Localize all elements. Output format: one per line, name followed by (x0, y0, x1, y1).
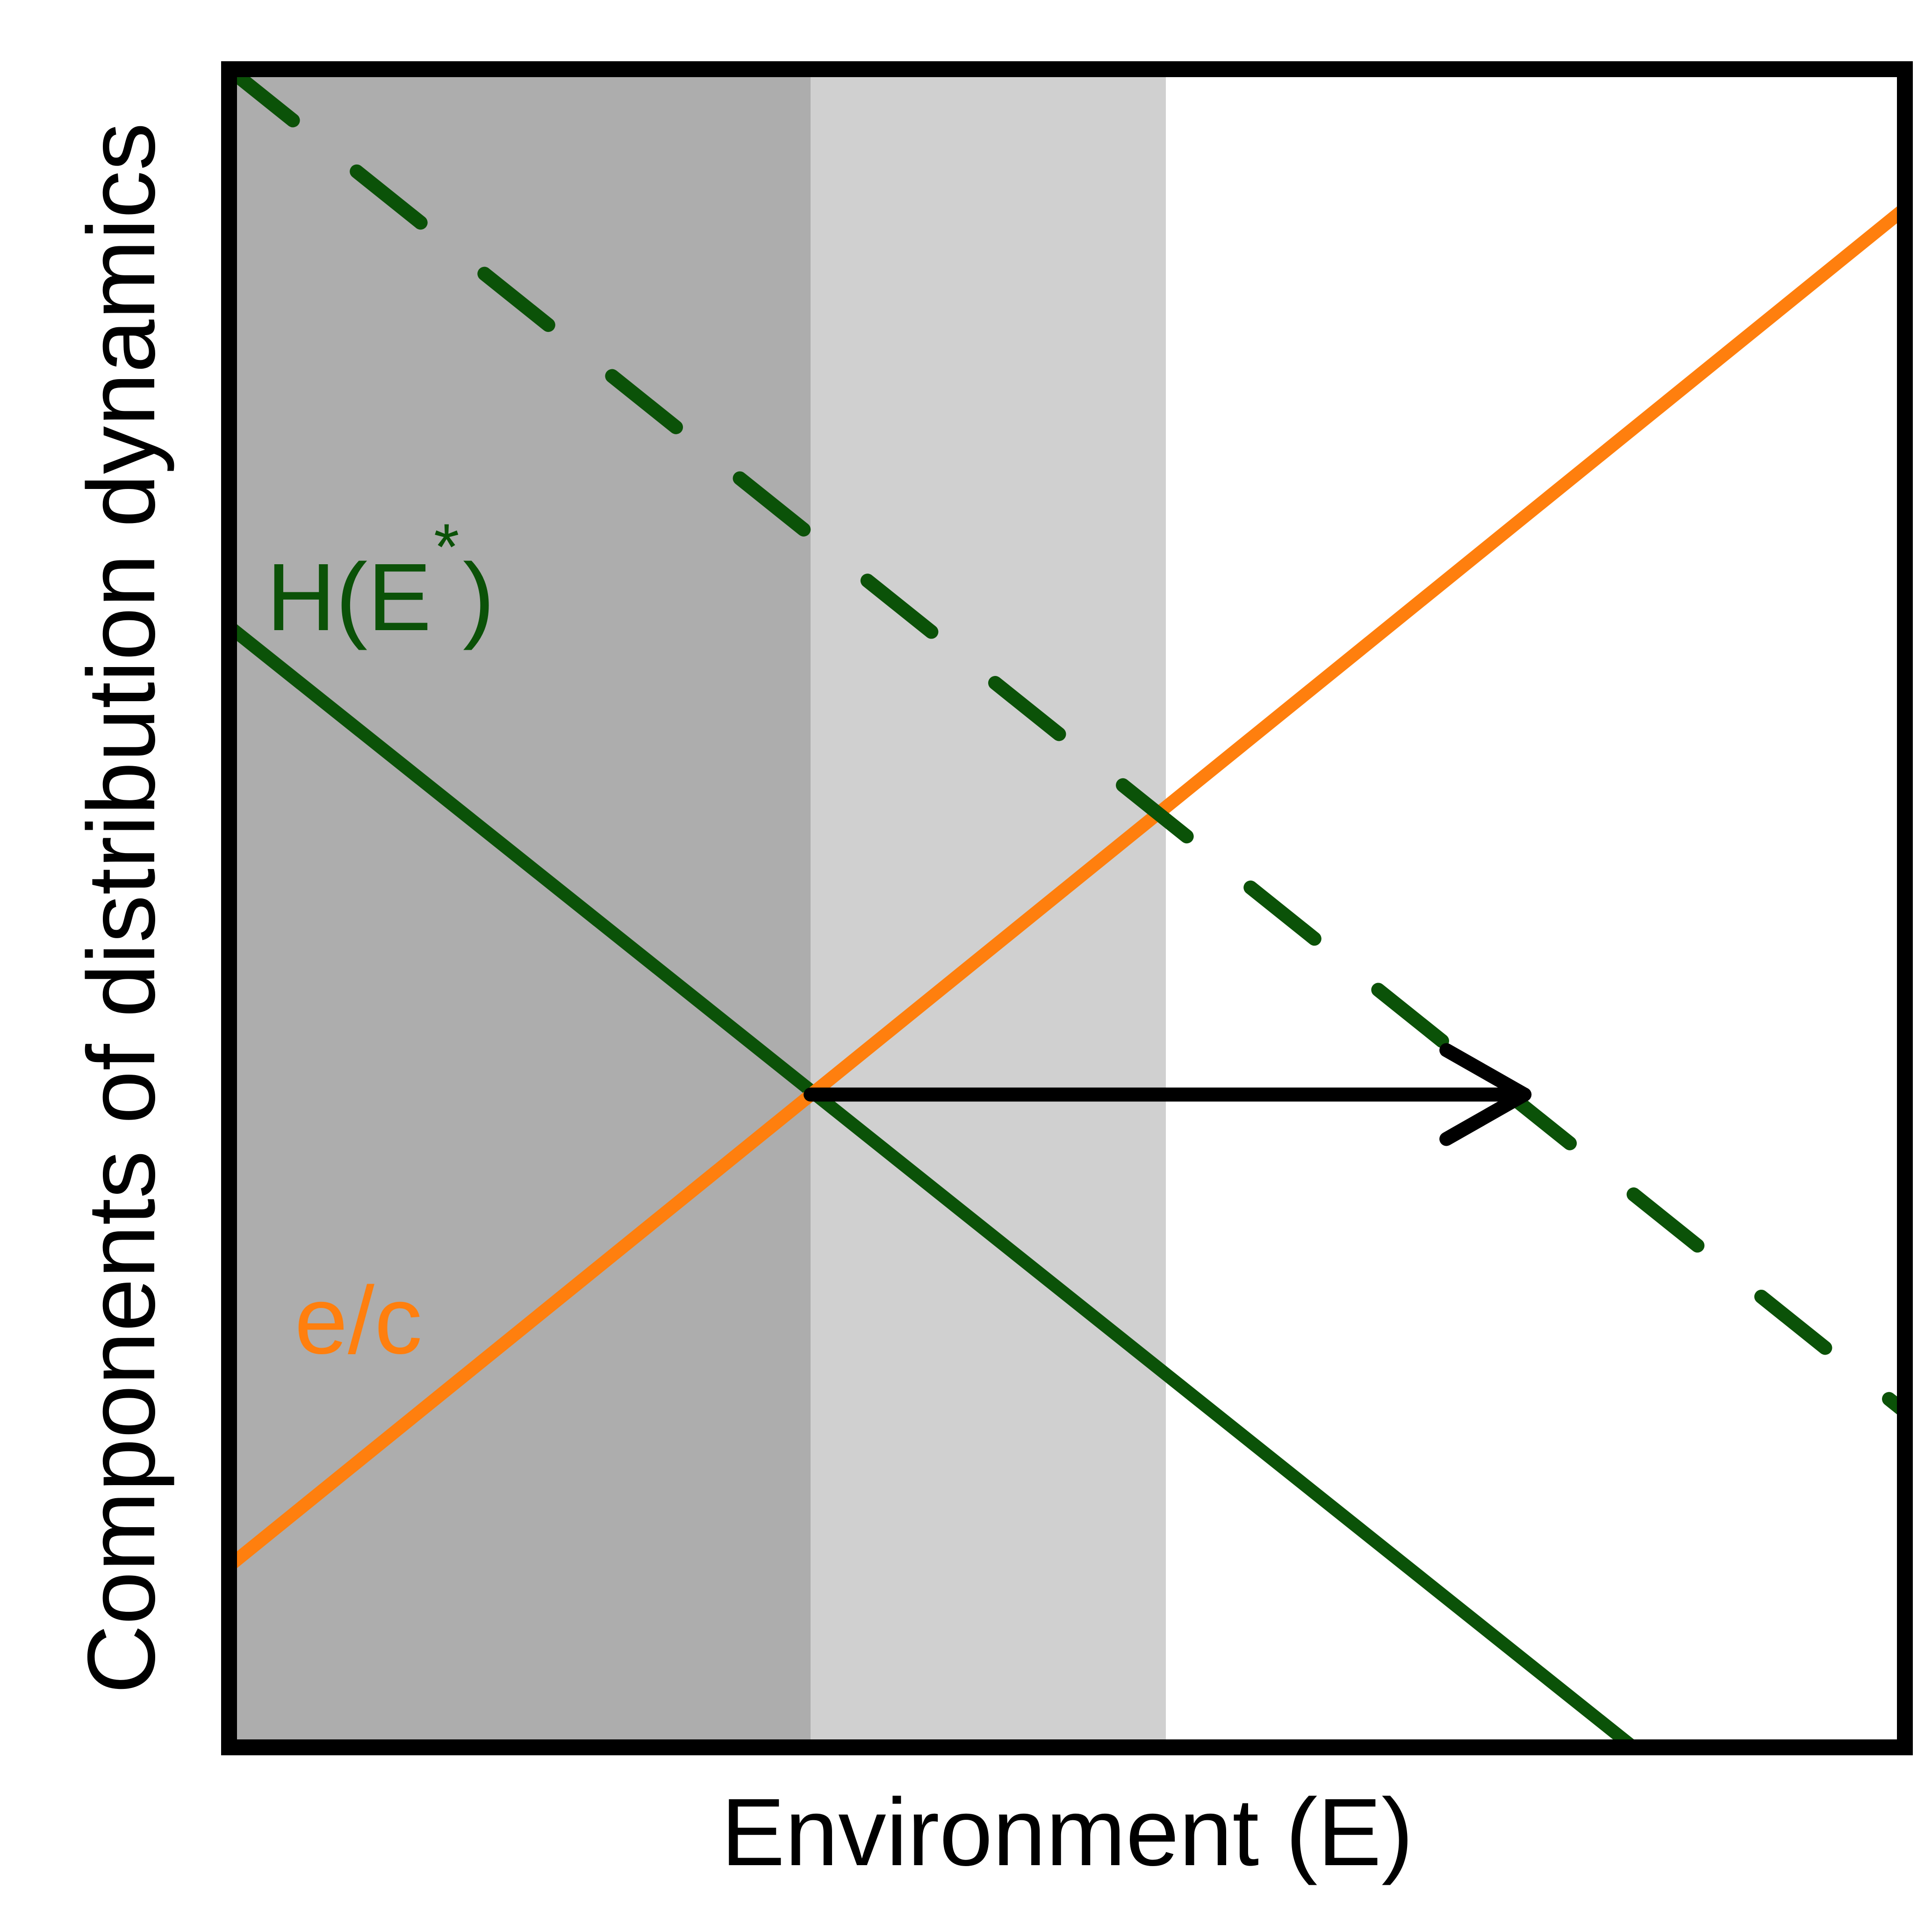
shaded-regions (229, 69, 1166, 1747)
x-axis-label: Environment (E) (721, 1779, 1413, 1886)
shaded-region-1 (229, 69, 811, 1747)
y-axis-label: Components of distribution dynamics (68, 122, 175, 1694)
ec-line (229, 201, 1905, 1573)
curve-label-h-close: ) (463, 544, 495, 651)
arrow-head (1439, 1043, 1532, 1146)
plot-frame (221, 61, 1913, 1755)
h-curve-solid-line (229, 619, 1640, 1747)
curve-label-h-superscript: * (434, 510, 459, 583)
series-lines (229, 69, 1905, 1747)
curve-label-ec: e/c (294, 1267, 422, 1374)
h-curve-dashed-line (229, 69, 1905, 1419)
curve-label-h: H(E (266, 544, 431, 651)
shaded-region-2 (810, 69, 1166, 1747)
shift-arrow (803, 1043, 1532, 1146)
